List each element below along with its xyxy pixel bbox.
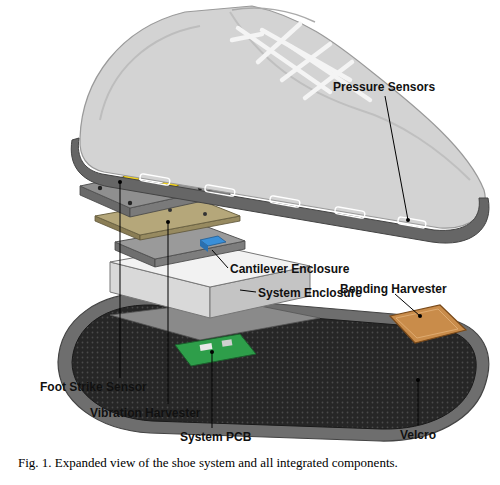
figure-caption: Fig. 1. Expanded view of the shoe system… bbox=[18, 455, 493, 471]
insole-band bbox=[71, 138, 489, 243]
outsole bbox=[58, 293, 489, 441]
shoe-upper bbox=[80, 6, 485, 228]
part-label: Cantilever Enclosure bbox=[230, 262, 349, 276]
leader-lines bbox=[120, 96, 420, 428]
part-label: Pressure Sensors bbox=[333, 80, 435, 94]
part-label: Foot Strike Sensor bbox=[40, 380, 147, 394]
part-label: Velcro bbox=[400, 428, 436, 442]
part-label: System PCB bbox=[180, 430, 251, 444]
pcb-illustration bbox=[175, 334, 256, 366]
bending-harvester-illustration bbox=[390, 305, 466, 343]
part-label: Vibration Harvester bbox=[90, 406, 201, 420]
part-label: Bending Harvester bbox=[340, 282, 447, 296]
leader-dots bbox=[118, 180, 422, 382]
